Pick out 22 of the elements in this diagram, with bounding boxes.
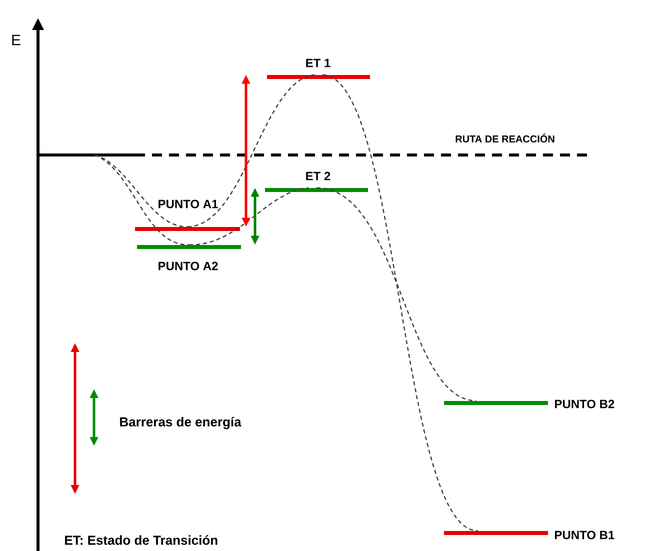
energy-curve	[94, 154, 188, 228]
note: ET: Estado de Transición	[65, 535, 218, 545]
energy-curve	[187, 74, 315, 228]
node-label: PUNTO A1	[158, 200, 218, 208]
energy-level: PUNTO B2	[444, 400, 614, 408]
energy-level: ET 1	[267, 58, 370, 79]
axis-label: E	[12, 34, 20, 46]
node-label: PUNTO B1	[555, 530, 614, 540]
legend-text: Barreras de energía	[120, 416, 242, 430]
energy-level: PUNTO B1	[444, 530, 614, 540]
node-label: PUNTO B2	[555, 400, 614, 408]
energy-level: PUNTO A1	[135, 200, 240, 231]
energy-curve	[322, 74, 478, 532]
energy-curve	[316, 187, 476, 402]
path-label: RUTA DE REACCIÓN	[456, 134, 554, 142]
energy-curve	[188, 187, 309, 246]
energy-level: ET 2	[265, 172, 368, 192]
energy-curve	[94, 154, 190, 246]
node-label: PUNTO A2	[158, 262, 218, 270]
node-label: ET 1	[306, 58, 330, 68]
energy-level: PUNTO A2	[137, 244, 241, 270]
node-label: ET 2	[306, 172, 330, 180]
